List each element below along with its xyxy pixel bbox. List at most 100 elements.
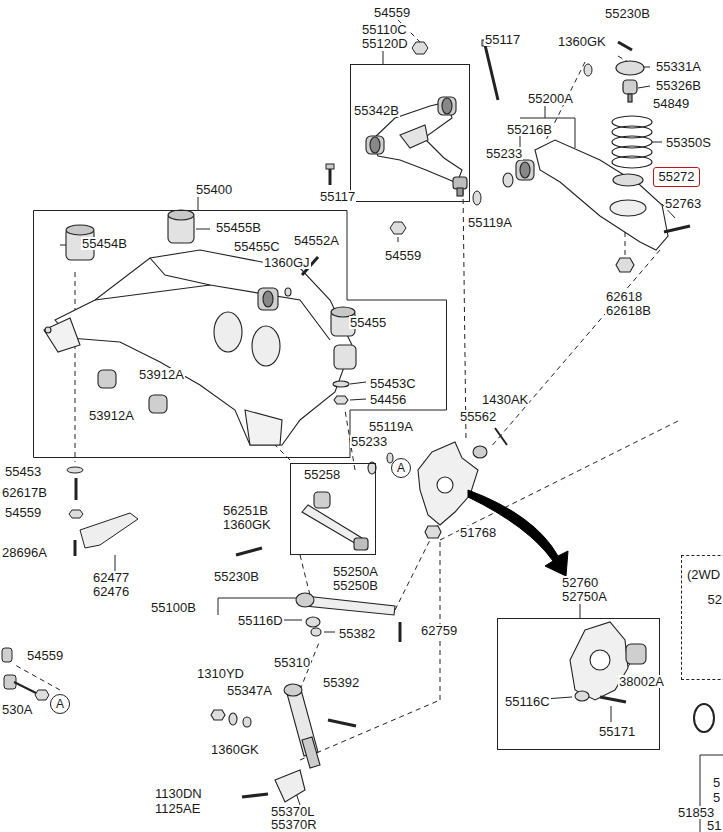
drawn-part bbox=[75, 478, 78, 500]
callout-number: 53912A bbox=[138, 368, 185, 381]
group-frame: 55258 bbox=[290, 463, 376, 555]
callout-number: 55200A bbox=[527, 92, 574, 105]
drawn-part bbox=[218, 598, 300, 599]
drawn-part bbox=[616, 258, 634, 272]
reference-letter: A bbox=[397, 461, 405, 475]
callout-number: 54559 bbox=[373, 6, 411, 19]
drawn-part bbox=[516, 160, 534, 180]
reference-circle: A bbox=[391, 458, 411, 478]
drawn-part bbox=[623, 80, 637, 94]
drawn-part bbox=[67, 467, 83, 473]
callout-number: 52763 bbox=[664, 197, 702, 210]
drawn-part bbox=[700, 755, 701, 832]
drawn-part bbox=[236, 548, 262, 555]
dashed-assembly-lines bbox=[15, 20, 680, 760]
drawn-part bbox=[196, 229, 210, 230]
node-text: A bbox=[56, 697, 64, 711]
drawn-part bbox=[300, 700, 440, 760]
callout-number: 55117 bbox=[319, 190, 356, 203]
drawn-part bbox=[425, 526, 441, 538]
callout-number: 55382 bbox=[338, 627, 376, 640]
drawn-part bbox=[328, 720, 356, 726]
callout-number: 55331A bbox=[655, 60, 702, 73]
group-number: 55400 bbox=[195, 183, 233, 197]
drawn-part bbox=[520, 162, 530, 178]
drawn-part bbox=[306, 617, 320, 627]
callout-number: 38002A bbox=[618, 675, 665, 688]
callout-number: 55562 bbox=[459, 410, 497, 423]
callout-number: 55116D bbox=[237, 614, 284, 627]
callout-number: 55326B bbox=[655, 79, 702, 92]
drawn-part bbox=[258, 288, 278, 310]
drawn-part bbox=[366, 136, 384, 154]
drawn-part bbox=[520, 118, 575, 119]
drawn-part bbox=[305, 596, 395, 615]
shock-absorber bbox=[211, 684, 356, 802]
group-frame: (2WD bbox=[681, 555, 723, 680]
callout-number: 53912A bbox=[88, 409, 135, 422]
drawn-part bbox=[400, 125, 428, 148]
callout-number: 62476 bbox=[92, 585, 130, 598]
drawn-part bbox=[412, 42, 428, 54]
drawn-part bbox=[229, 713, 237, 725]
drawn-part bbox=[440, 540, 441, 700]
callout-number: 55233 bbox=[350, 435, 388, 448]
drawn-part bbox=[453, 177, 467, 189]
callout-number: 55347A bbox=[226, 684, 273, 697]
group-number: (2WD bbox=[686, 568, 721, 582]
drawn-part bbox=[580, 604, 581, 618]
drawn-part bbox=[245, 410, 282, 445]
drawn-part bbox=[652, 142, 662, 143]
drawn-part bbox=[252, 326, 280, 366]
drawn-part bbox=[2, 648, 12, 662]
callout-number: 55455B bbox=[215, 221, 262, 234]
callout-number: 62618B bbox=[605, 304, 652, 317]
drawn-part bbox=[45, 327, 51, 333]
frame-outline bbox=[34, 211, 447, 458]
subframe bbox=[44, 210, 356, 445]
drawn-part bbox=[334, 345, 356, 369]
drawn-part bbox=[503, 173, 513, 187]
callout-number: 55392 bbox=[322, 676, 360, 689]
drawn-part bbox=[626, 644, 646, 664]
drawn-part bbox=[149, 395, 167, 413]
drawn-part bbox=[334, 396, 348, 404]
lower-control-arm bbox=[503, 140, 690, 272]
drawn-part bbox=[35, 690, 49, 700]
drawn-part bbox=[168, 210, 194, 220]
drawn-part bbox=[324, 632, 335, 633]
callout-number: 51768 bbox=[459, 526, 497, 539]
drawn-part bbox=[150, 258, 210, 285]
drawn-part bbox=[284, 684, 302, 696]
leader-lines bbox=[60, 51, 675, 805]
drawn-part bbox=[390, 222, 406, 234]
drawn-part bbox=[98, 370, 116, 388]
outline-frames bbox=[700, 755, 723, 832]
drawn-part bbox=[263, 291, 273, 307]
drawn-part bbox=[399, 622, 402, 642]
callout-number: 55116C bbox=[504, 695, 551, 708]
drawn-part bbox=[80, 513, 138, 548]
group-number: 52760 52750A bbox=[561, 576, 608, 604]
knuckle-2wd bbox=[570, 622, 714, 732]
drawn-part bbox=[300, 555, 310, 595]
drawn-part bbox=[575, 118, 576, 148]
node-text: A bbox=[397, 461, 405, 475]
drawn-part bbox=[473, 446, 487, 458]
callout-number: 62477 bbox=[92, 571, 130, 584]
knuckle bbox=[368, 428, 507, 538]
callout-number: 54559 bbox=[4, 506, 42, 519]
drawn-part bbox=[243, 717, 251, 727]
drawn-part bbox=[285, 288, 291, 296]
drawn-part bbox=[463, 190, 466, 440]
node-text: 55272 bbox=[658, 170, 694, 184]
drawn-part bbox=[545, 106, 546, 118]
drawn-part bbox=[214, 312, 242, 352]
callout-number: 1130DN bbox=[154, 787, 203, 800]
callout-number: 54456 bbox=[369, 393, 407, 406]
left-bracket-parts bbox=[2, 467, 138, 700]
drawn-part bbox=[296, 593, 314, 607]
drawn-part bbox=[616, 61, 644, 75]
drawn-part bbox=[495, 428, 507, 445]
drawn-part bbox=[611, 706, 612, 722]
